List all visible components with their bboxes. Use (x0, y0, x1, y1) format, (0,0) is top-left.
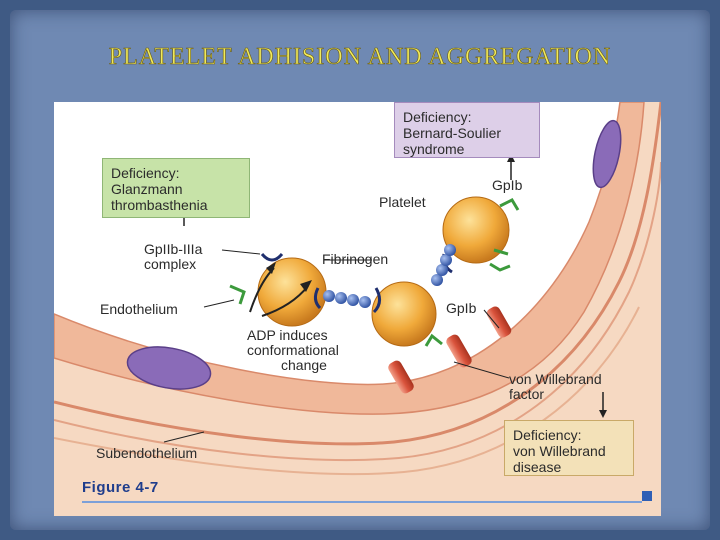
endothelium-label: Endothelium (100, 301, 178, 317)
figure-caption: Figure 4-7 (82, 479, 159, 496)
gpiib-iiia-line2: complex (144, 256, 197, 272)
adp-label: ADP induces conformational change (247, 328, 339, 373)
fibrinogen-chain-lower (323, 290, 371, 308)
glanzmann-deficiency-box: Deficiency: Glanzmann thrombasthenia (102, 158, 250, 218)
platelet-label: Platelet (379, 194, 426, 210)
box-line: thrombasthenia (111, 197, 208, 213)
box-line: Bernard-Soulier (403, 125, 502, 141)
von-willebrand-deficiency-box: Deficiency: von Willebrand disease (504, 420, 634, 476)
gpiib-iiia-cup (260, 252, 284, 262)
box-heading: Deficiency: (403, 109, 472, 125)
fibrinogen-chain-upper (431, 244, 456, 286)
endothelial-nucleus-right (592, 119, 622, 189)
vwf-label: von Willebrand factor (509, 372, 602, 402)
box-line: Glanzmann (111, 181, 183, 197)
subendothelium-label: Subendothelium (96, 445, 198, 461)
figure-panel: Deficiency: Glanzmann thrombasthenia Def… (54, 102, 661, 516)
gpib-top-label: GpIb (492, 177, 523, 193)
caption-rule (82, 501, 642, 503)
box-line: syndrome (403, 141, 465, 157)
fibrinogen-label: Fibrinogen (322, 251, 389, 267)
adp-line3: change (281, 357, 327, 373)
box-line: von Willebrand (513, 443, 606, 459)
platelet-middle (371, 281, 437, 347)
platelet-top (442, 196, 510, 264)
bernard-soulier-deficiency-box: Deficiency: Bernard-Soulier syndrome (394, 102, 540, 158)
subendothelium-stripe (54, 102, 661, 446)
box-heading: Deficiency: (513, 427, 582, 443)
gpib-bottom-label: GpIb (446, 300, 477, 316)
slide-title: PLATELET ADHISION AND AGGREGATION (108, 44, 612, 71)
endothelial-nucleus (126, 346, 212, 390)
adp-line1: ADP induces (247, 327, 328, 343)
vwf-line1: von Willebrand (509, 371, 602, 387)
gpib-receptors (229, 198, 520, 347)
adp-line2: conformational (247, 342, 339, 358)
box-line: disease (513, 459, 562, 475)
vwf-rods (388, 306, 512, 394)
gpiib-iiia-label: GpIIb-IIIa complex (144, 242, 202, 272)
endothelium-layer (54, 102, 645, 415)
platelet-diagram (54, 102, 661, 516)
vwf-line2: factor (509, 386, 545, 402)
corner-marker (642, 491, 652, 501)
box-heading: Deficiency: (111, 165, 180, 181)
gpiib-iiia-line1: GpIIb-IIIa (144, 241, 203, 257)
vessel-wall (54, 102, 661, 516)
